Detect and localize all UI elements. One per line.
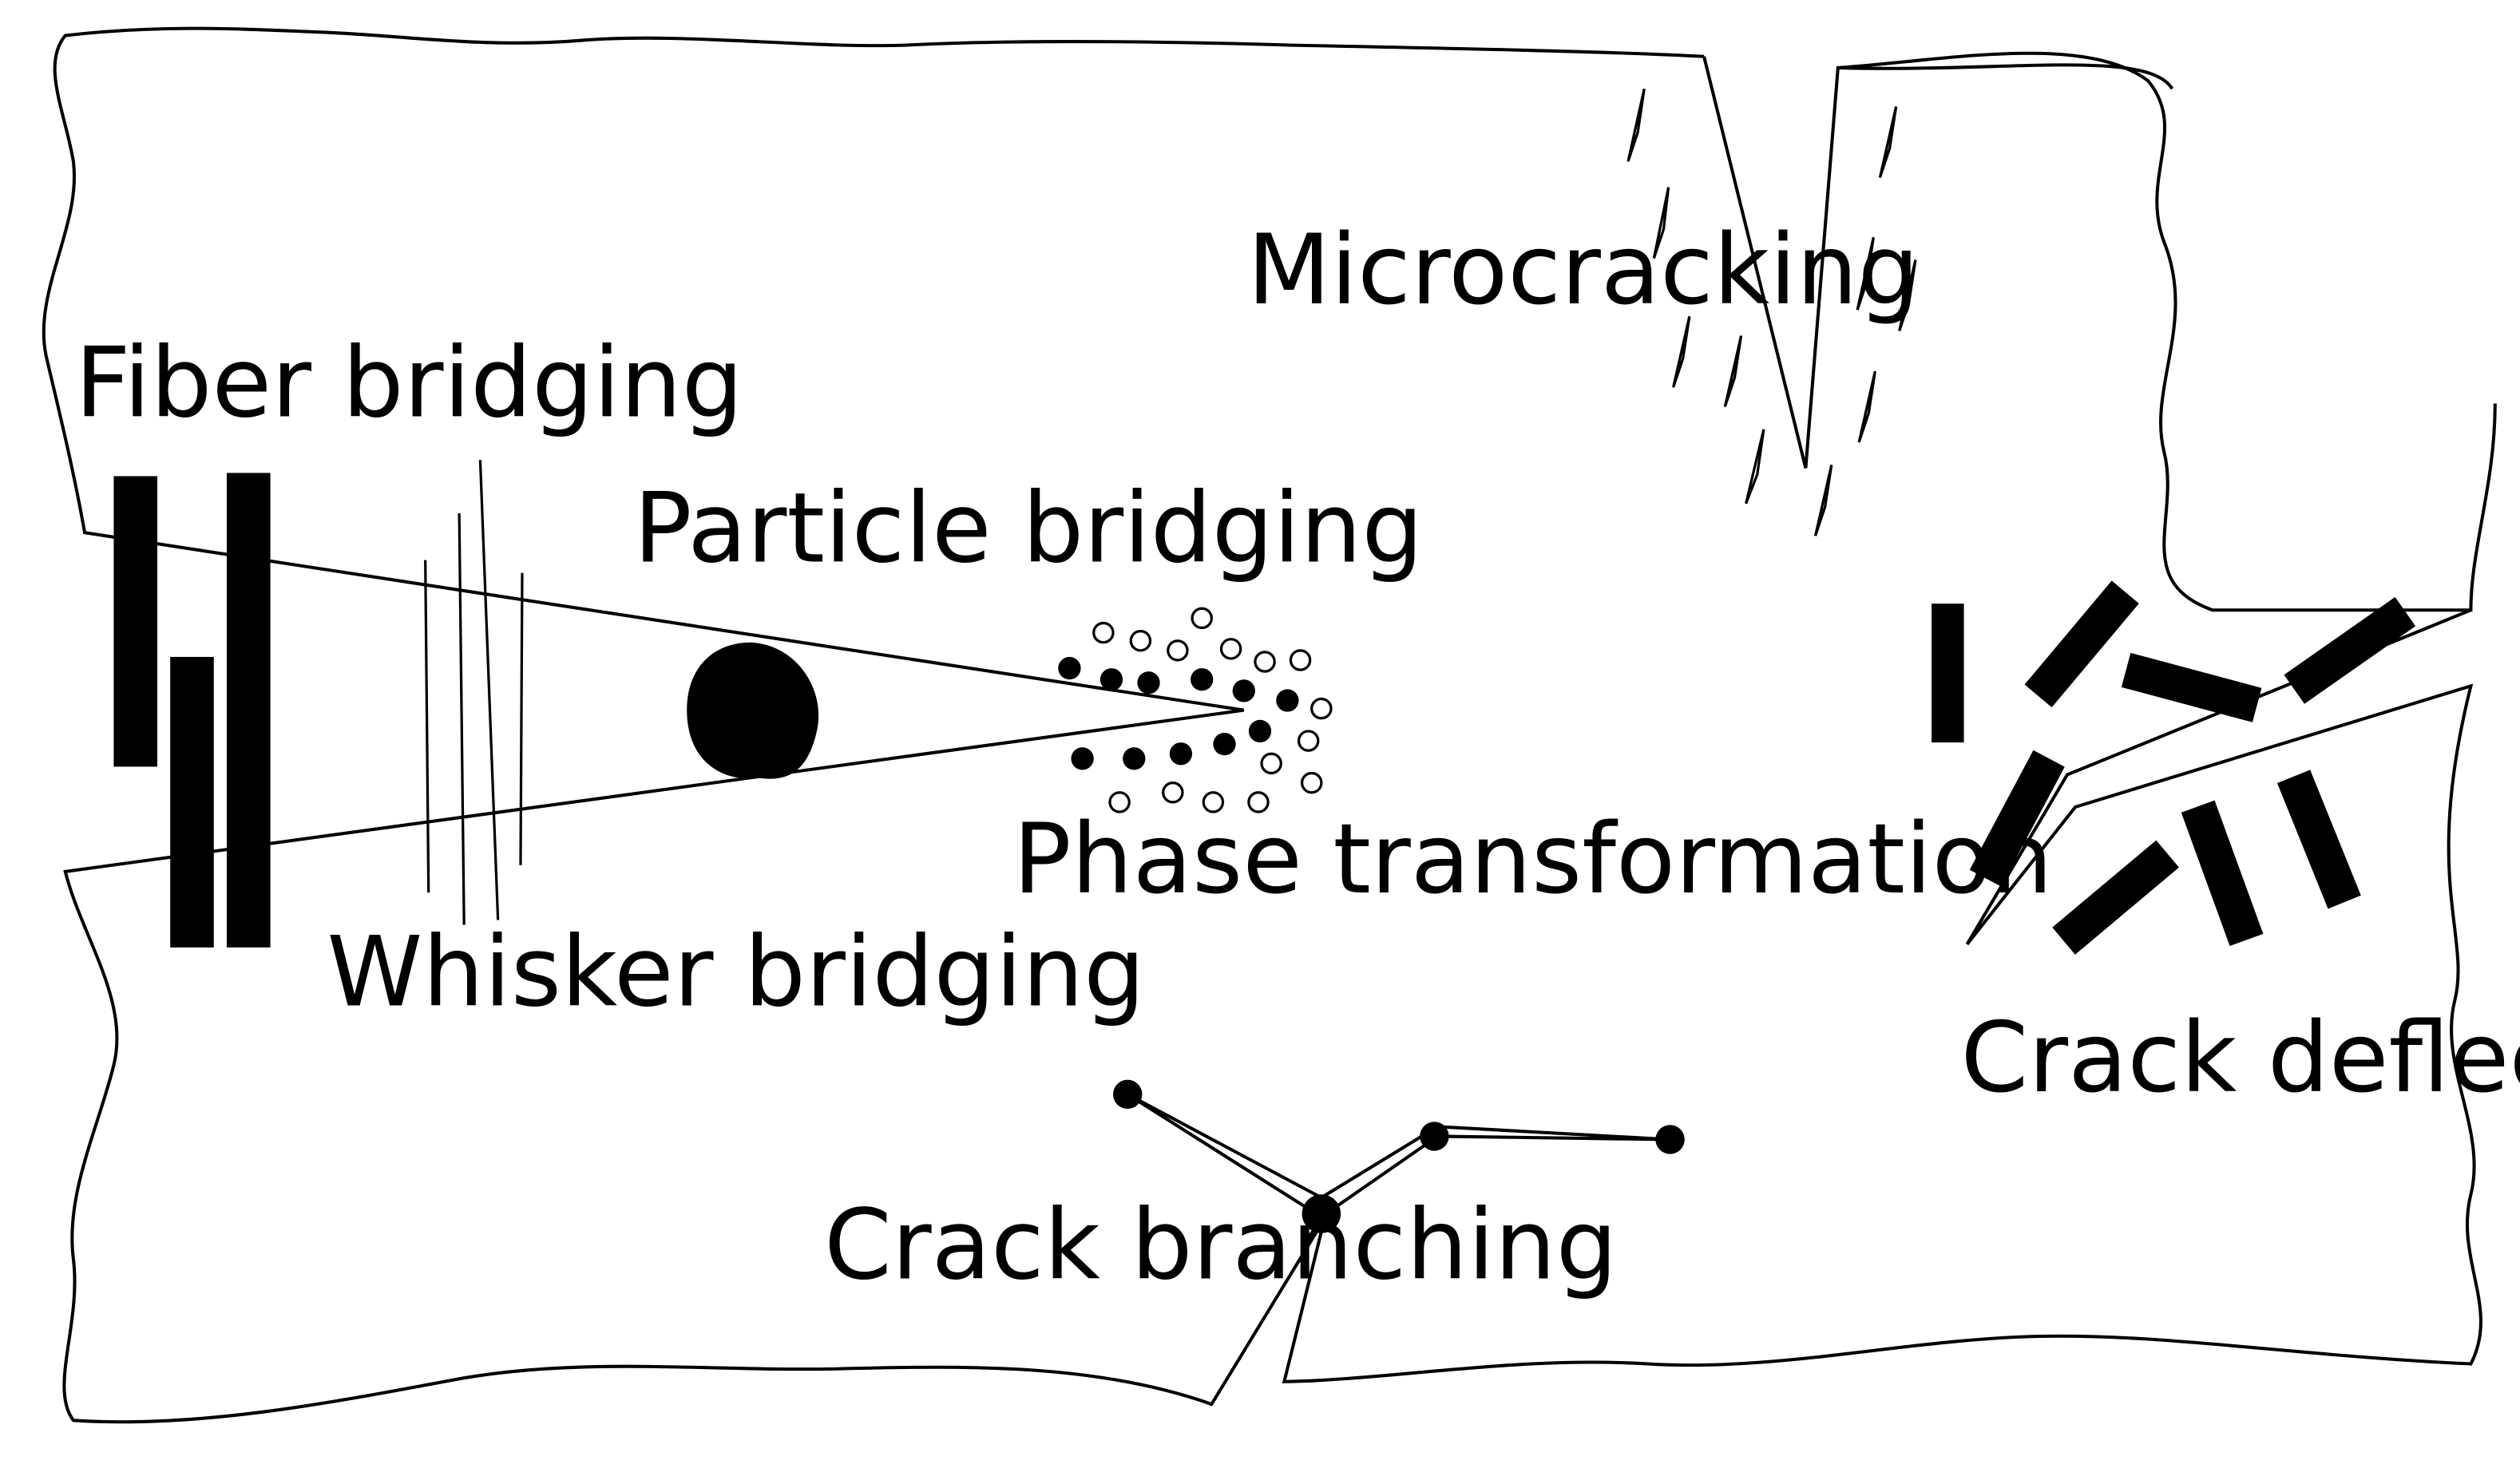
microcracks	[1627, 88, 1917, 536]
crack-branching-path	[1113, 1079, 1685, 1233]
whisker	[424, 560, 430, 893]
label-crack-branching: Crack branching	[824, 1188, 1618, 1301]
label-fiber-bridging: Fiber bridging	[75, 326, 743, 440]
specimen-outline-main	[42, 26, 2482, 1424]
phase-transformation-particles	[1058, 607, 1333, 813]
specimen-outline-right-edge	[1837, 63, 2174, 90]
deflecting-particles	[1932, 580, 2416, 955]
label-crack-deflection: Crack deflection	[1961, 1001, 2520, 1114]
specimen-outline-left	[1702, 51, 2497, 612]
whisker	[478, 460, 500, 920]
fiber	[226, 473, 271, 948]
label-microcracking: Microcracking	[1247, 213, 1920, 326]
fiber	[113, 476, 158, 767]
label-particle-bridging: Particle bridging	[633, 472, 1423, 585]
label-phase-transformation: Phase transformation	[1013, 802, 2053, 916]
whisker	[458, 512, 466, 925]
label-whisker-bridging: Whisker bridging	[327, 916, 1145, 1029]
fiber	[170, 656, 214, 948]
whisker	[519, 572, 524, 865]
bridging-particle	[687, 642, 819, 779]
